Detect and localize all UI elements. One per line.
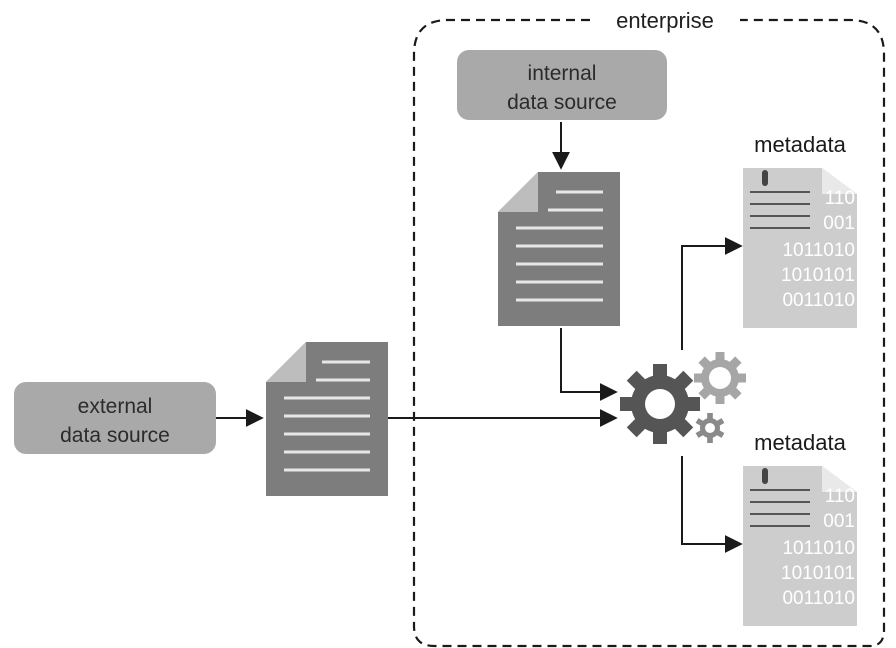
metadata-top-line-5: 0011010 [782,290,855,311]
internal-document-icon [498,172,620,326]
paperclip-icon [762,170,768,186]
external-source-line2: data source [60,424,170,447]
main-gear-icon [620,364,700,444]
metadata-top-line-3: 1011010 [782,240,855,261]
metadata-bottom-title: metadata [754,430,846,455]
external-data-source-box: external data source [14,382,216,454]
external-document-icon [266,342,388,496]
metadata-bottom-line-3: 1011010 [782,538,855,559]
metadata-top-line-2: 001 [823,213,855,234]
paperclip-icon [762,468,768,484]
metadata-top-document: 110 001 1011010 1010101 0011010 [743,168,857,328]
processing-gears-icon [620,352,746,444]
internal-source-rect [457,50,667,120]
arrow-internal-doc-to-gears [560,328,618,401]
enterprise-label: enterprise [616,8,714,33]
external-source-rect [14,382,216,454]
light-gear-icon [694,352,746,404]
metadata-bottom-line-5: 0011010 [782,588,855,609]
metadata-bottom-line-2: 001 [823,511,855,532]
metadata-bottom-line-1: 110 [825,486,855,507]
metadata-top-line-4: 1010101 [781,265,855,286]
internal-source-line1: internal [528,62,597,85]
arrow-gears-to-metadata-bottom [681,456,743,553]
internal-data-source-box: internal data source [457,50,667,120]
internal-source-line2: data source [507,91,617,114]
small-gear-icon [695,413,725,443]
metadata-bottom-document: 110 001 1011010 1010101 0011010 [743,466,857,626]
arrow-gears-to-metadata-top [681,237,743,350]
metadata-bottom-line-4: 1010101 [781,563,855,584]
external-source-line1: external [78,395,153,418]
metadata-top-line-1: 110 [825,188,855,209]
metadata-top-title: metadata [754,132,846,157]
